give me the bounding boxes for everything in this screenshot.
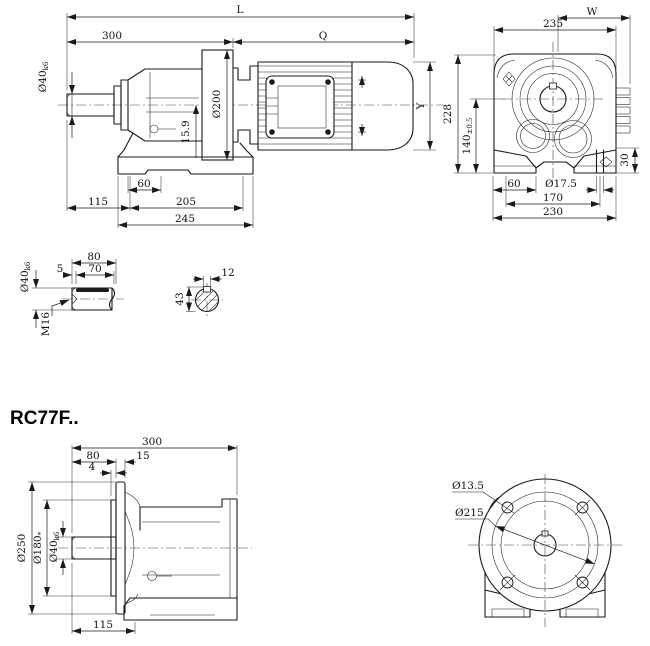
housing-outline (493, 53, 617, 149)
input-bore-circles (511, 57, 595, 141)
dim-Y-label: Y (415, 101, 427, 110)
dim-43-label: 43 (174, 292, 186, 305)
dim-205-label: 205 (176, 196, 196, 208)
motor-terminal-plate (265, 75, 335, 139)
dim-line-215 (495, 525, 595, 565)
mounting-base (117, 132, 254, 175)
foot-slot (595, 149, 605, 174)
dim-30-label: 30 (619, 153, 631, 166)
dim-230-label: 230 (543, 206, 563, 218)
dim-shaft-dia-label: Ø40k6 (48, 531, 61, 562)
dim-215-label: Ø215 (455, 507, 484, 519)
terminal-plate-screws (269, 79, 331, 135)
bore-keyway (549, 82, 557, 90)
dim-12-label: 12 (221, 267, 234, 279)
keyway-notch (203, 286, 211, 293)
dim-170-label: 170 (543, 192, 563, 204)
break-line (108, 287, 116, 311)
dim-80-label: 80 (86, 450, 99, 462)
motor-adapter (232, 65, 259, 145)
eyebolt-boss (502, 71, 516, 87)
section-hatch (196, 289, 218, 311)
dim-70-label: 70 (88, 263, 101, 275)
mounting-flange (115, 481, 126, 615)
dim-5-label: 5 (57, 263, 64, 275)
dim-200-label: Ø200 (211, 90, 223, 119)
side-view-flange-mount: 300 80 15 4 Ø250 Ø180* Ø40k6 115 (16, 436, 252, 634)
dim-shaft-dia-label: Ø40k6 (37, 61, 50, 92)
shaft-end-detail: 80 70 5 Ø40k6 M16 (19, 251, 124, 336)
dim-60-label: 60 (507, 178, 520, 190)
dim-17-5-label: Ø17.5 (545, 178, 577, 190)
motor-body (257, 61, 353, 151)
dim-60-label: 60 (137, 178, 150, 190)
gear-housing (127, 68, 203, 142)
side-view-gearmotor: L 300 Q Ø40k6 Ø200 15.9 Y 60 115 205 245 (37, 4, 444, 228)
dim-140-label: 140±0.5 (461, 117, 474, 154)
bolt-circle-leader (455, 518, 496, 527)
dim-13-5-label: Ø13.5 (452, 480, 484, 492)
dim-115-label: 115 (93, 619, 113, 631)
mounting-feet (493, 147, 617, 174)
dim-180-label: Ø180* (32, 531, 45, 564)
end-view-gearbox: W 235 228 140±0.5 60 Ø17.5 170 230 30 (442, 6, 639, 221)
flange-bolt-holes (499, 499, 591, 591)
flange-face-view: Ø13.5 Ø215 (452, 474, 622, 627)
keyway-slot (76, 288, 109, 292)
dim-L-label: L (237, 4, 244, 16)
dim-300-label: 300 (102, 30, 122, 42)
shaft-cross-section: 12 43 (174, 267, 235, 317)
dim-Q-label: Q (319, 30, 328, 42)
dim-15-label: 15 (136, 450, 149, 462)
thread-M16-label: M16 (40, 312, 52, 336)
motor-rear-cap (351, 61, 414, 151)
oil-plug-bosses (516, 119, 592, 158)
dim-300-label: 300 (142, 436, 162, 448)
dim-W-label: W (587, 6, 598, 18)
side-ribs (615, 87, 631, 134)
model-designation: RC77F.. (10, 408, 79, 429)
dim-15-9-label: 15.9 (180, 120, 192, 143)
hole-leader (452, 491, 515, 514)
dim-235-label: 235 (543, 18, 563, 30)
oil-plug (147, 571, 157, 581)
flange-gear-housing (139, 498, 238, 601)
dim-250-label: Ø250 (16, 534, 28, 563)
dim-115-label: 115 (88, 196, 108, 208)
dim-245-label: 245 (175, 213, 195, 225)
flange-housing-base (123, 597, 238, 621)
dim-228-label: 228 (442, 104, 454, 124)
dim-shaft-dia-label: Ø40k6 (19, 261, 32, 292)
dim-4-label: 4 (89, 461, 96, 473)
dim-80-label: 80 (87, 251, 100, 263)
